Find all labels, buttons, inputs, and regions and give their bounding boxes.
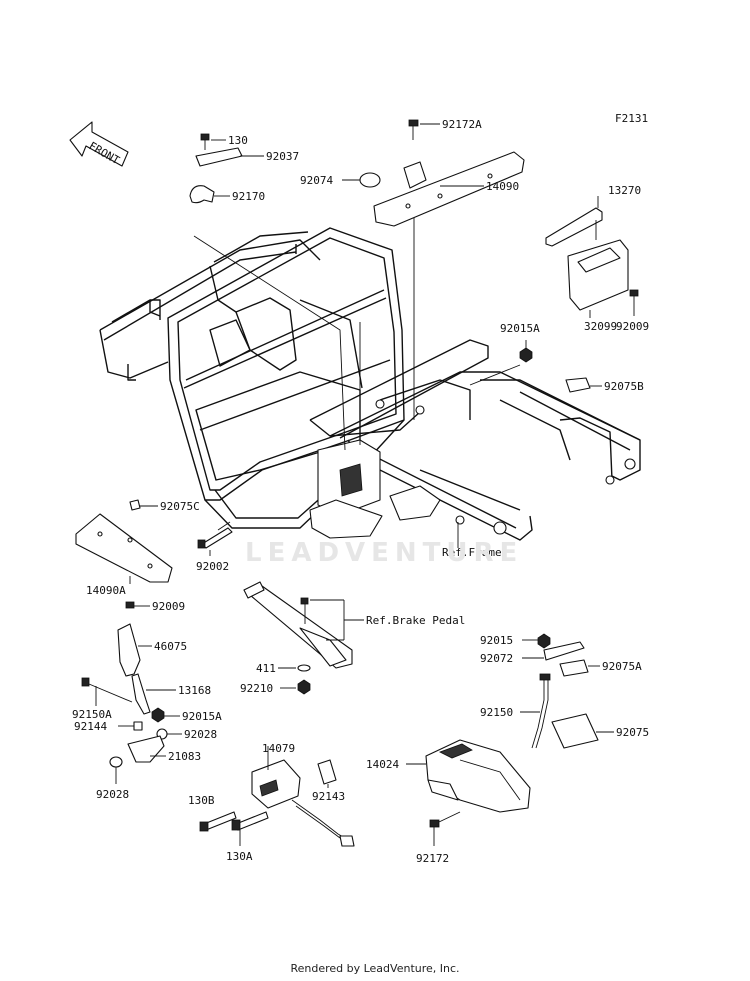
cap-92075C: 92075C [129, 499, 200, 513]
label-92172: 92172 [416, 852, 449, 865]
watermark: LEADVENTURE [245, 538, 524, 568]
label-ref-frame: Ref.Frame [442, 546, 502, 559]
label-92172A: 92172A [442, 118, 482, 131]
nut-92015A-top: 92015A [500, 322, 540, 363]
cover-14024: 14024 [366, 739, 531, 813]
shift-knob-46075: 46075 [117, 623, 187, 677]
label-92028-a: 92028 [184, 728, 217, 741]
bolt-92172A: 92172A [408, 118, 482, 140]
label-92037: 92037 [266, 150, 299, 163]
label-92144: 92144 [74, 720, 107, 733]
footer-credit: Rendered by LeadVenture, Inc. [290, 962, 460, 975]
label-92009-bottom: 92009 [152, 600, 185, 613]
cap-92028-b: 92028 [96, 756, 129, 801]
screw-92009-top: 92009 [616, 289, 649, 333]
rod-92150: 92150 [480, 673, 551, 749]
plate-92015: 92015 92072 [480, 633, 585, 665]
washer-92144: 92144 [74, 720, 143, 733]
grip-92143: 92143 [312, 759, 345, 803]
label-92074: 92074 [300, 174, 333, 187]
front-arrow-icon: FRONT [69, 121, 129, 167]
bracket-13270: 13270 [545, 184, 641, 247]
cover-14090: 14090 [373, 151, 525, 227]
bolt-130B: 130B [188, 794, 237, 832]
arm-21083: 21083 [127, 735, 201, 763]
ref-frame: Ref.Frame [442, 522, 502, 559]
label-92150: 92150 [480, 706, 513, 719]
label-130B: 130B [188, 794, 215, 807]
label-14090A: 14090A [86, 584, 126, 597]
label-92075: 92075 [616, 726, 649, 739]
bolt-130A: 130A [226, 811, 269, 863]
label-92072: 92072 [480, 652, 513, 665]
label-13168: 13168 [178, 684, 211, 697]
label-130A: 130A [226, 850, 253, 863]
label-21083: 21083 [168, 750, 201, 763]
label-92075B: 92075B [604, 380, 644, 393]
label-411: 411 [256, 662, 276, 675]
diagram-id: F2131 [615, 112, 648, 125]
label-92075A: 92075A [602, 660, 642, 673]
plate-92037: 92037 [195, 147, 299, 167]
clamp-92170: 92170 [189, 185, 265, 204]
nut-92015A: 92015A [151, 707, 222, 723]
screw-92009-bottom: 92009 [125, 600, 185, 613]
label-14090: 14090 [486, 180, 519, 193]
cap-92028-a: 92028 [156, 728, 217, 741]
brake-lever: Ref.Brake Pedal 411 92210 [240, 581, 465, 695]
cap-92074: 92074 [300, 172, 381, 188]
main-frame [99, 227, 641, 541]
label-92210: 92210 [240, 682, 273, 695]
label-13270: 13270 [608, 184, 641, 197]
label-92015: 92015 [480, 634, 513, 647]
plate-14090A: 14090A [75, 513, 173, 597]
bolt-92172: 92172 [416, 811, 461, 865]
bolt-130: 130 [200, 133, 248, 150]
cable-14079: 14079 [251, 742, 355, 847]
label-130: 130 [228, 134, 248, 147]
label-32099: 32099 [584, 320, 617, 333]
shift-lever-13168: 13168 [131, 673, 211, 715]
label-92015A-top: 92015A [500, 322, 540, 335]
label-92170: 92170 [232, 190, 265, 203]
label-14079: 14079 [262, 742, 295, 755]
label-92150A: 92150A [72, 708, 112, 721]
frame-leaders [193, 200, 521, 531]
label-92028-b: 92028 [96, 788, 129, 801]
label-46075: 46075 [154, 640, 187, 653]
box-32099: 32099 [567, 239, 629, 333]
bolt-92150A: 92150A [72, 677, 133, 721]
label-92075C: 92075C [160, 500, 200, 513]
pad-92075A: 92075A [559, 659, 642, 677]
pad-92075: 92075 [551, 713, 649, 749]
label-92143: 92143 [312, 790, 345, 803]
label-92015A: 92015A [182, 710, 222, 723]
label-92002: 92002 [196, 560, 229, 573]
label-14024: 14024 [366, 758, 399, 771]
label-92009-top: 92009 [616, 320, 649, 333]
pad-92075B: 92075B [565, 377, 644, 393]
label-ref-brake: Ref.Brake Pedal [366, 614, 465, 627]
bolt-92002: 92002 [196, 527, 233, 573]
